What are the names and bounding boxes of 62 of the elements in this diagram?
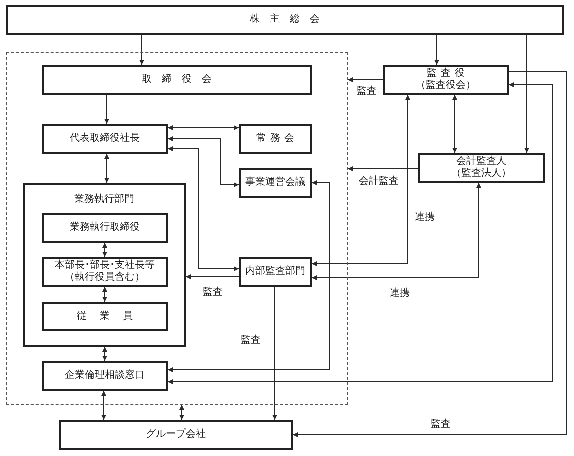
- connector-arrow: [186, 274, 240, 280]
- org-unit-box: [418, 153, 545, 183]
- connector-arrow: [140, 34, 144, 66]
- connector-arrow: [168, 180, 330, 372]
- connector-arrow: [104, 94, 110, 124]
- connector-arrow: [312, 94, 410, 266]
- org-unit-box: [239, 168, 312, 198]
- unit-name: 業務執行取締役: [70, 222, 140, 234]
- connector-arrow: [102, 390, 106, 420]
- unit-note: （監査法人）: [452, 168, 512, 180]
- connector-arrow: [180, 404, 184, 420]
- unit-note: （監査役会）: [416, 80, 476, 92]
- unit-name: 取締役会: [141, 74, 222, 86]
- unit-name: 本部長･部長･支社長等: [55, 260, 155, 272]
- unit-name: グループ会社: [146, 429, 206, 441]
- unit-name: 会計監査人: [456, 156, 506, 168]
- edge-label: 監査: [356, 86, 378, 98]
- connector-arrow: [168, 126, 240, 130]
- unit-note: （執行役員含む）: [65, 272, 145, 284]
- connector-arrow: [102, 346, 108, 362]
- org-unit-box: [59, 420, 293, 450]
- connector-arrow: [272, 286, 278, 420]
- org-unit-box: [42, 302, 168, 331]
- unit-name: 事業運営会議: [246, 177, 306, 189]
- unit-name: 内部監査部門: [246, 266, 306, 278]
- unit-name: 常務会: [256, 133, 298, 145]
- connector-arrow: [102, 286, 108, 302]
- edge-label: 監査: [240, 335, 262, 347]
- connector-arrow: [524, 34, 530, 154]
- unit-name: 代表取締役社長: [70, 133, 140, 145]
- edge-label: 会計監査: [358, 176, 400, 188]
- connector-arrow: [168, 82, 554, 384]
- unit-name: 業務執行部門: [74, 194, 134, 206]
- org-unit-box: [42, 361, 168, 391]
- edge-label: 監査: [202, 287, 224, 299]
- org-unit-box: [239, 124, 312, 154]
- connector-arrow: [312, 182, 482, 280]
- unit-name: 従業員: [76, 310, 146, 322]
- dashed-group-boundary: [6, 52, 348, 405]
- connector-arrow: [168, 136, 240, 188]
- connector-arrow: [104, 154, 110, 184]
- unit-name: 企業倫理相談窓口: [65, 370, 145, 382]
- connector-arrow: [292, 72, 568, 438]
- connector-arrow: [434, 34, 440, 66]
- connector-arrow: [452, 94, 458, 154]
- connector-arrow: [348, 166, 418, 172]
- unit-name: 監査役: [426, 68, 469, 80]
- org-unit-box: [42, 213, 168, 243]
- connector-arrow: [168, 146, 240, 272]
- edge-label: 監査: [430, 419, 452, 431]
- connector-arrow: [102, 242, 108, 258]
- connector-arrow: [348, 78, 384, 82]
- org-unit-box: [6, 5, 564, 35]
- division-group-box: [23, 183, 186, 347]
- unit-name: 株主総会: [249, 14, 330, 26]
- edge-label: 連携: [414, 212, 436, 224]
- org-unit-box: [42, 65, 312, 95]
- org-unit-box: [383, 65, 509, 95]
- edge-label: 連携: [389, 288, 411, 300]
- org-unit-box: [42, 257, 168, 287]
- org-unit-box: [239, 257, 312, 287]
- org-unit-box: [42, 124, 168, 154]
